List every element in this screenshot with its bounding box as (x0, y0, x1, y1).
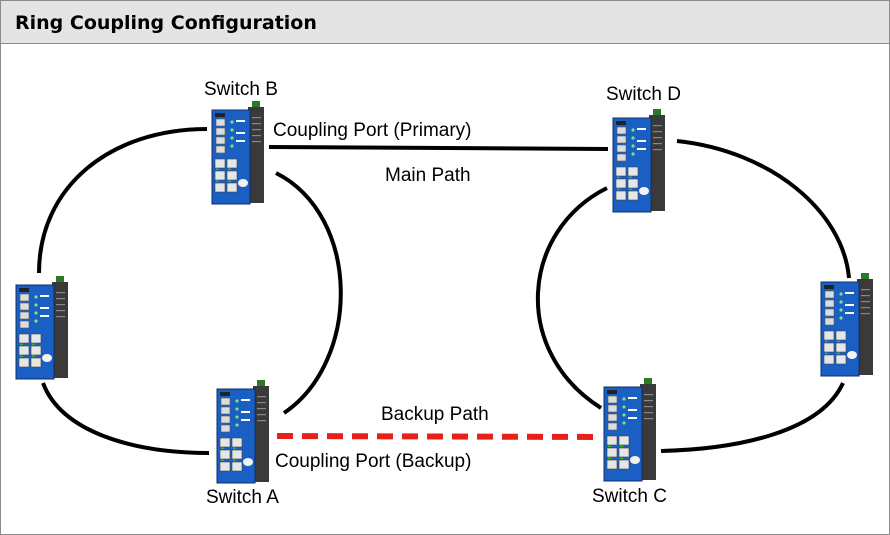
switch-b-device (211, 100, 265, 205)
switch-c-label: Switch C (592, 486, 667, 507)
switch-d-label: Switch D (606, 84, 681, 105)
switch-b-label: Switch B (204, 79, 278, 100)
backup-path-line (276, 433, 602, 440)
backup-path-label: Backup Path (381, 404, 489, 425)
switch-right-device (820, 272, 874, 377)
switch-left-device (15, 275, 69, 380)
switch-c-device (603, 377, 657, 482)
ring1-right-arc (275, 171, 343, 415)
ring2-top-right-arc (676, 139, 851, 279)
panel-title: Ring Coupling Configuration (15, 12, 317, 34)
panel-header: Ring Coupling Configuration (1, 1, 889, 44)
coupling-port-backup-label: Coupling Port (Backup) (275, 451, 471, 472)
switch-a-label: Switch A (206, 487, 279, 508)
ring2-left-arc (536, 186, 608, 410)
ring1-top-left-arc (37, 127, 208, 274)
ring1-bottom-left-arc (41, 382, 210, 455)
ring2-bottom-right-arc (660, 382, 845, 453)
main-path-line (268, 145, 609, 151)
switch-a-device (216, 379, 270, 484)
switch-d-device (612, 108, 666, 213)
main-path-label: Main Path (385, 165, 471, 186)
coupling-port-primary-label: Coupling Port (Primary) (273, 120, 472, 141)
